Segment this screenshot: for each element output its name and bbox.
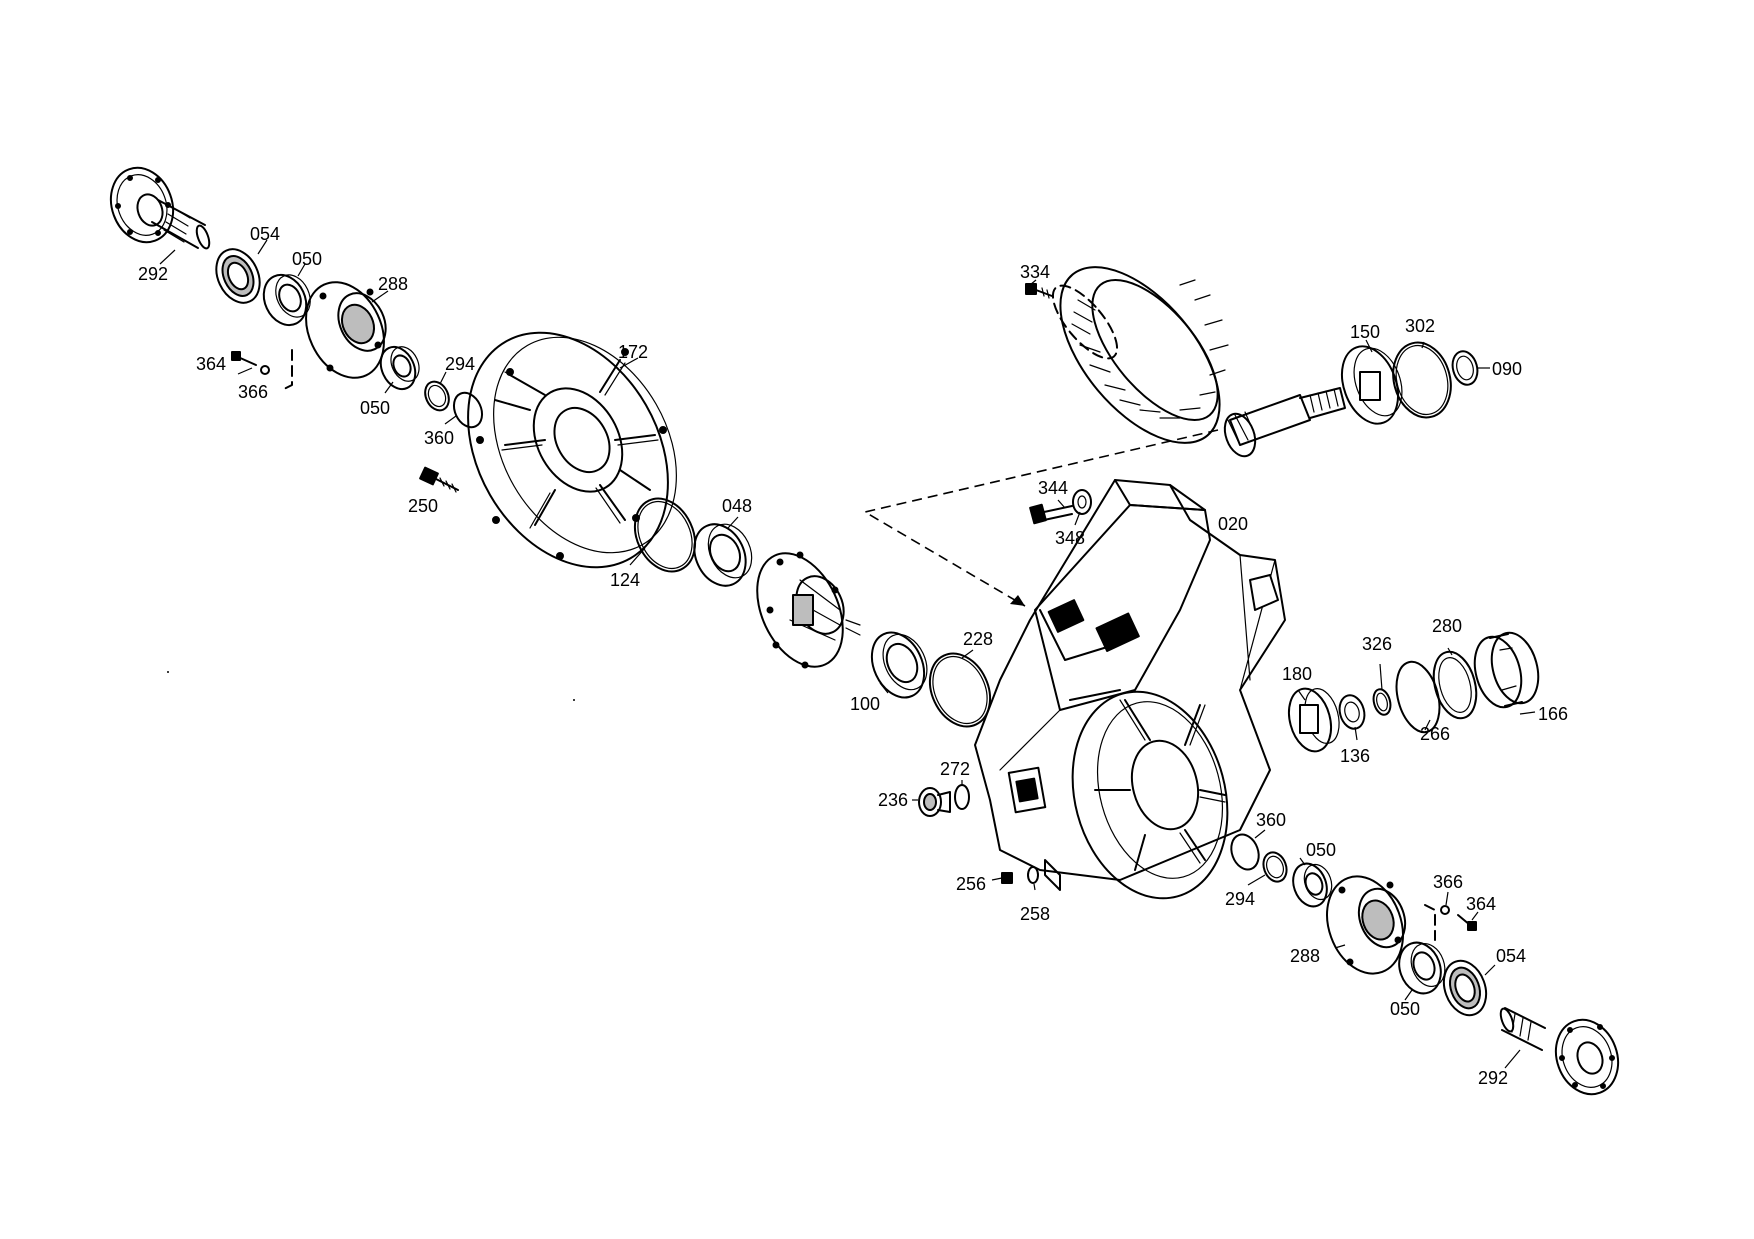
plug-236: [918, 787, 951, 817]
washer-348: [1072, 489, 1092, 515]
ring-360-left: [452, 391, 484, 429]
label-054-right: 054: [1496, 946, 1526, 966]
label-250: 250: [408, 496, 438, 516]
axle-shaft-flange-left: [109, 166, 211, 250]
label-180: 180: [1282, 664, 1312, 684]
shaft-seal-054-left: [215, 248, 261, 304]
stray-dot: [573, 699, 575, 701]
ring-258: [1027, 866, 1039, 884]
bolt-364-right: [1457, 914, 1477, 931]
plug-256: [1001, 872, 1013, 884]
label-150: 150: [1350, 322, 1380, 342]
label-348: 348: [1055, 528, 1085, 548]
housing-cover-172: [467, 331, 677, 569]
label-360-right: 360: [1256, 810, 1286, 830]
label-360-left: 360: [424, 428, 454, 448]
o-ring-228: [928, 652, 992, 728]
bolt-334: [1025, 283, 1053, 299]
bolt-364-left: [231, 351, 257, 366]
label-100: 100: [850, 694, 880, 714]
label-288-left: 288: [378, 274, 408, 294]
bearing-150: [1340, 345, 1403, 425]
axle-housing-020: [974, 479, 1286, 900]
label-272: 272: [940, 759, 970, 779]
o-ring-266: [1395, 660, 1441, 734]
label-364-right: 364: [1466, 894, 1496, 914]
label-256: 256: [956, 874, 986, 894]
callout-labels: 292 054 050 288 364 366 050 294 360 172 …: [138, 224, 1568, 1088]
bearing-048: [693, 523, 753, 587]
label-048: 048: [722, 496, 752, 516]
sleeve-166: [1473, 631, 1540, 709]
bolt-344: [1029, 503, 1073, 525]
label-292-right: 292: [1478, 1068, 1508, 1088]
ring-280: [1432, 650, 1478, 720]
assembly-guide-line: [862, 429, 1219, 607]
label-280: 280: [1432, 616, 1462, 636]
tapered-bearing-050-right-a: [1292, 862, 1333, 908]
label-050-right-b: 050: [1390, 999, 1420, 1019]
label-258: 258: [1020, 904, 1050, 924]
differential-carrier: [756, 551, 861, 669]
o-ring-124: [633, 497, 697, 573]
label-364-left: 364: [196, 354, 226, 374]
label-302: 302: [1405, 316, 1435, 336]
ring-gear: [1051, 266, 1229, 444]
label-054-left: 054: [250, 224, 280, 244]
bearing-100: [870, 631, 928, 699]
ring-302: [1392, 341, 1452, 419]
label-090: 090: [1492, 359, 1522, 379]
label-266: 266: [1420, 724, 1450, 744]
ring-294-right: [1262, 851, 1288, 883]
label-166: 166: [1538, 704, 1568, 724]
assembly-arrow-head: [1010, 595, 1025, 606]
tapered-bearing-050-right-b: [1398, 941, 1446, 995]
label-366-left: 366: [238, 382, 268, 402]
label-050-right-a: 050: [1306, 840, 1336, 860]
bearing-housing-288-right: [1326, 875, 1407, 975]
washer-366-right: [1424, 904, 1450, 941]
axle-shaft-flange-right: [1499, 1007, 1620, 1096]
label-344: 344: [1038, 478, 1068, 498]
label-050-left-a: 050: [292, 249, 322, 269]
ring-136: [1338, 694, 1366, 730]
bearing-housing-288-left: [305, 281, 387, 379]
tapered-bearing-050-left-b: [379, 345, 420, 391]
label-326: 326: [1362, 634, 1392, 654]
label-294-left: 294: [445, 354, 475, 374]
tapered-bearing-050-left-a: [262, 273, 311, 327]
ring-090: [1451, 350, 1479, 386]
label-236: 236: [878, 790, 908, 810]
label-334: 334: [1020, 262, 1050, 282]
label-288-right: 288: [1290, 946, 1320, 966]
bearing-180: [1287, 687, 1340, 753]
label-228: 228: [963, 629, 993, 649]
shaft-seal-054-right: [1442, 959, 1488, 1017]
label-366-right: 366: [1433, 872, 1463, 892]
label-020: 020: [1218, 514, 1248, 534]
label-292-left: 292: [138, 264, 168, 284]
bolt-250: [419, 466, 459, 493]
label-050-left-b: 050: [360, 398, 390, 418]
ring-326: [1372, 688, 1392, 716]
label-124: 124: [610, 570, 640, 590]
leader-lines: [159, 239, 1536, 1069]
label-136: 136: [1340, 746, 1370, 766]
ring-294-left: [424, 380, 450, 412]
drive-pinion: [1223, 387, 1346, 458]
ring-360-right: [1230, 833, 1260, 871]
label-172: 172: [618, 342, 648, 362]
stray-dot: [167, 671, 169, 673]
washer-366-left: [260, 349, 293, 391]
ring-272: [954, 784, 970, 810]
label-294-right: 294: [1225, 889, 1255, 909]
